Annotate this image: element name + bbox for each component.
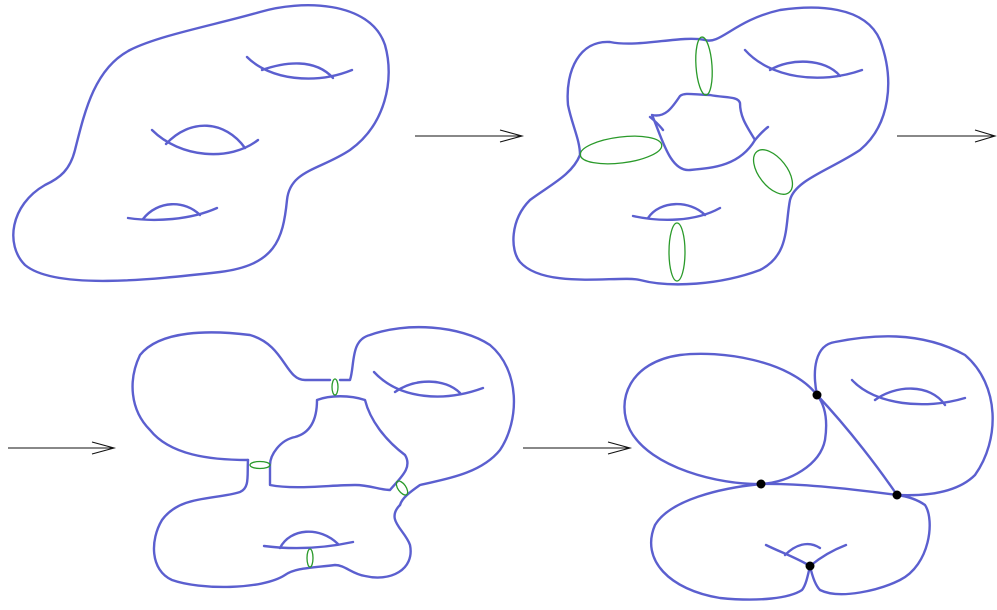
- node-right: [892, 490, 902, 500]
- arrow-1: [415, 129, 525, 143]
- panel-pinched-cycles: [131, 325, 516, 589]
- inner-hole: [268, 395, 409, 492]
- handle-bottom-lower: [262, 540, 355, 550]
- arrow-3: [8, 441, 117, 455]
- arrow-2: [897, 129, 997, 143]
- handle-right-upper: [873, 387, 947, 407]
- node-top: [812, 390, 822, 400]
- handle-bottom-lower: [631, 206, 722, 222]
- arrow-4: [523, 441, 633, 455]
- handle-bottom-upper: [141, 203, 202, 221]
- panel-genus-3-surface: [12, 4, 390, 283]
- inner-hole: [650, 92, 757, 172]
- handle-right-upper: [393, 380, 462, 395]
- handle-right-upper: [768, 60, 842, 78]
- handle-bottom-upper: [278, 530, 340, 550]
- cycle-bottom: [668, 222, 686, 282]
- panel-nodal-curve: [623, 335, 994, 601]
- handle-bottom-upper: [783, 542, 822, 557]
- component-top-right: [813, 335, 994, 497]
- cycle-right: [752, 149, 794, 195]
- cycle-top: [695, 36, 713, 96]
- handle-middle-upper: [164, 124, 247, 150]
- cycle-top: [331, 378, 339, 396]
- outline-bottom-lobe: [152, 458, 412, 589]
- handle-bottom-upper: [646, 202, 707, 220]
- panel-surface-with-cut-cycles: [512, 6, 890, 286]
- handle-top-lower: [245, 55, 354, 80]
- component-top-left: [623, 352, 828, 486]
- outline-top-left-lobe: [131, 331, 332, 462]
- cycle-left: [579, 135, 663, 165]
- handle-right-lower: [372, 370, 485, 398]
- inner-hole-tail-left: [648, 115, 665, 132]
- surface-outline: [512, 6, 890, 286]
- handle-bottom-lower-right: [808, 543, 848, 568]
- outline-top-right-lobe: [338, 325, 516, 507]
- handle-middle-lower: [150, 128, 260, 156]
- handle-bottom-lower: [126, 206, 219, 222]
- inner-hole-tail-right: [753, 125, 770, 142]
- cycle-left: [249, 460, 271, 470]
- cycle-right: [395, 480, 409, 496]
- handle-bottom-lower: [764, 543, 812, 568]
- handle-right-lower: [743, 48, 864, 79]
- node-bottom: [805, 561, 815, 571]
- component-bottom: [649, 482, 931, 601]
- node-left: [756, 479, 766, 489]
- surface-outline: [12, 4, 390, 283]
- cycle-bottom: [306, 548, 314, 568]
- handle-right-lower: [850, 378, 967, 406]
- handle-top-upper: [260, 62, 335, 80]
